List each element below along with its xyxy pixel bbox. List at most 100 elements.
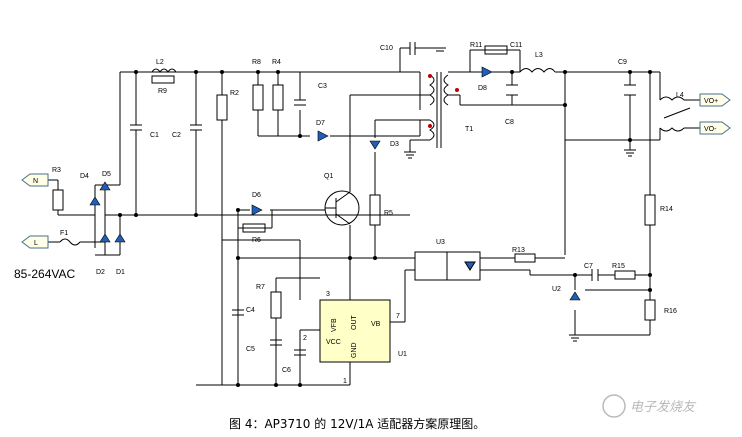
resistors	[52, 45, 656, 321]
terminal-vo-plus: VO+	[699, 93, 731, 107]
inductor-l2	[151, 68, 177, 73]
diode-d1	[114, 233, 126, 243]
diode-d5	[99, 181, 111, 191]
watermark: 电子发烧友	[602, 394, 697, 418]
terminal-vo-plus-label: VO+	[704, 98, 718, 105]
label-d7: D7	[316, 120, 325, 127]
label-u2: U2	[552, 286, 561, 293]
label-u1: U1	[398, 351, 407, 358]
pin-vfb: VFB	[331, 318, 338, 332]
resistor-r16	[644, 299, 656, 321]
label-r6: R6	[252, 237, 261, 244]
ground-u2	[569, 334, 581, 342]
terminal-line-label: L	[34, 240, 38, 247]
resistor-r13	[514, 253, 536, 263]
capacitor-c1	[130, 120, 142, 150]
pin-number-2: 2	[303, 335, 307, 342]
label-d3: D3	[390, 141, 399, 148]
capacitor-c7	[591, 269, 599, 281]
capacitors	[130, 42, 636, 356]
resistor-r6	[242, 223, 266, 233]
label-c4: C4	[246, 307, 255, 314]
terminal-vo-minus-label: VO-	[704, 126, 717, 133]
terminal-line: L	[21, 235, 49, 249]
transformer-dots	[428, 74, 459, 128]
pin-vb: VB	[371, 321, 381, 328]
label-d1: D1	[116, 269, 125, 276]
label-r8: R8	[252, 59, 261, 66]
label-r9: R9	[158, 88, 167, 95]
resistor-r14	[644, 194, 656, 226]
diode-d4	[89, 196, 101, 206]
label-r5: R5	[384, 210, 393, 217]
capacitor-c10	[399, 42, 440, 72]
junctions	[118, 70, 652, 387]
label-d2: D2	[96, 269, 105, 276]
zener-u2	[569, 291, 581, 301]
label-l2: L2	[156, 59, 164, 66]
optocoupler-u3	[414, 251, 481, 281]
pin-number-1: 1	[343, 378, 347, 385]
label-d6: D6	[252, 192, 261, 199]
diode-d6	[251, 204, 263, 216]
pin-vcc: VCC	[326, 339, 341, 346]
label-r14: R14	[660, 206, 673, 213]
ic-pin-labels: VFB OUT VCC GND VB 1 2 3 7	[303, 291, 400, 385]
terminal-vo-minus: VO-	[699, 121, 731, 135]
component-labels: R3 D4 D5 F1 D2 D1 L2 R9 C1 C2 R2 R8 R4 C…	[52, 42, 684, 374]
diodes	[89, 66, 581, 301]
diode-d2	[99, 233, 111, 243]
label-r7: R7	[256, 284, 265, 291]
capacitor-c8	[506, 84, 518, 96]
pin-gnd: GND	[351, 342, 358, 358]
pin-number-3: 3	[326, 291, 330, 298]
label-r3: R3	[52, 167, 61, 174]
label-c7: C7	[584, 263, 593, 270]
label-d4: D4	[80, 173, 89, 180]
label-c6: C6	[282, 367, 291, 374]
label-d5: D5	[102, 171, 111, 178]
label-q1: Q1	[324, 173, 333, 180]
transformer-primary	[429, 74, 435, 106]
capacitor-c2	[190, 120, 202, 150]
capacitor-c4	[232, 309, 244, 316]
capacitor-c3	[294, 99, 306, 106]
wiring	[48, 49, 700, 386]
pin-out: OUT	[351, 315, 358, 331]
label-r2: R2	[230, 90, 239, 97]
label-f1: F1	[60, 230, 68, 237]
resistor-r2	[216, 94, 228, 121]
label-l3: L3	[535, 52, 543, 59]
capacitor-c6	[294, 349, 306, 356]
ground-symbols	[404, 47, 636, 342]
label-r15: R15	[612, 263, 625, 270]
ground-output	[624, 149, 636, 157]
resistor-r3	[52, 189, 64, 211]
resistor-r9	[151, 75, 175, 84]
label-c8: C8	[505, 119, 514, 126]
inductor-l4-bottom	[659, 127, 685, 132]
label-t1: T1	[465, 126, 473, 133]
label-r13: R13	[512, 247, 525, 254]
resistor-r5	[369, 194, 381, 226]
resistor-r4	[272, 84, 284, 111]
transformer-secondary	[443, 74, 449, 106]
transistor-q1	[324, 180, 360, 226]
terminal-neutral-label: N	[33, 178, 38, 185]
label-r11: R11	[470, 42, 482, 49]
label-c3: C3	[318, 83, 327, 90]
diode-d7	[317, 130, 329, 142]
resistor-r11	[484, 45, 508, 55]
pin-number-7: 7	[396, 313, 400, 320]
capacitor-c5	[270, 339, 282, 346]
resistor-r15	[614, 270, 636, 280]
transformer-aux	[429, 119, 435, 141]
inductors	[59, 68, 691, 246]
inductor-l4-top	[659, 96, 685, 101]
label-r16: R16	[664, 308, 677, 315]
label-r4: R4	[272, 59, 281, 66]
ic-u1	[319, 299, 391, 363]
label-l4: L4	[676, 92, 684, 99]
label-d8: D8	[478, 85, 487, 92]
